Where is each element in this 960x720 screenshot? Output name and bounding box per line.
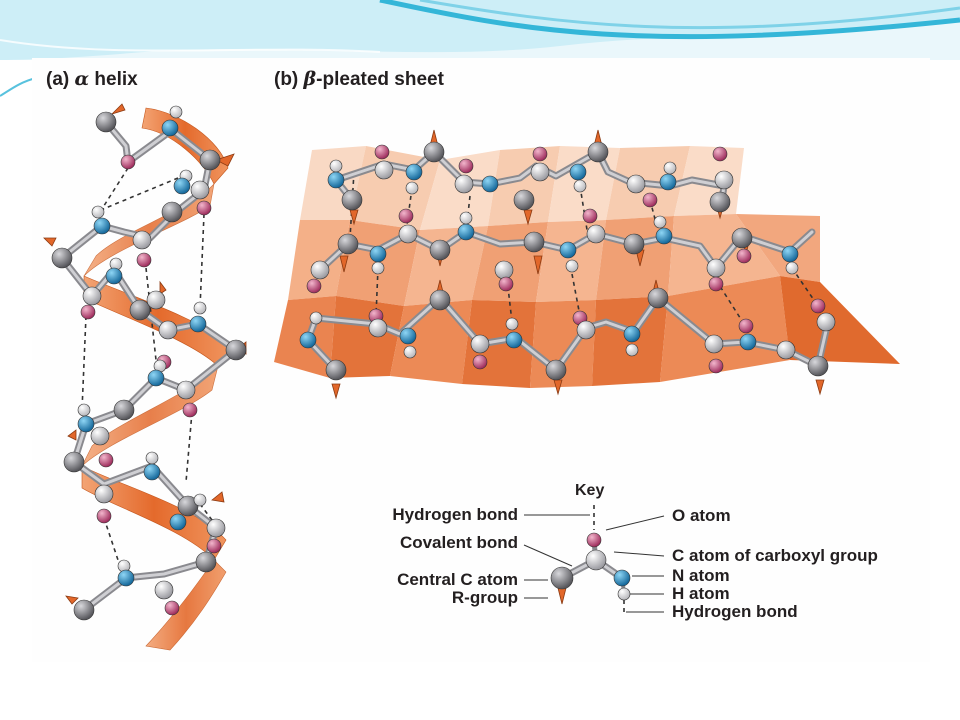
key-label-r-group: R-group [451,588,518,607]
key-carboxyl-c-atom [585,549,607,571]
key-label-central-c-atom: Central C atom [397,570,518,589]
helix-atoms [51,105,247,621]
key-o-atom [586,532,602,548]
sheet-title-name: -pleated sheet [316,69,444,90]
sheet-title-greek: β [303,68,317,90]
key-label-n-atom: N atom [672,566,730,585]
top-banner [0,0,960,97]
helix-title-letter: (a) [46,69,70,90]
sheet-atoms [299,141,836,381]
key-label-carboxyl-c-atom: C atom of carboxyl group [672,546,878,565]
helix-hydrogen-bonds [81,167,213,567]
sheet-title-letter: (b) [274,69,299,90]
key-n-atom [613,569,631,587]
beta-sheet-diagram [274,129,900,400]
key-label-hydrogen-bond-right: Hydrogen bond [672,602,798,621]
helix-ribbon [81,107,233,651]
alpha-helix-diagram [43,103,247,651]
key-label-h-atom: H atom [672,584,730,603]
key-title: Key [575,482,605,499]
helix-title: (a) α helix [46,68,138,91]
helix-title-name: helix [94,69,138,90]
key-h-atom [617,587,631,601]
sheet-title: (b) β-pleated sheet [274,68,444,91]
key-label-hydrogen-bond-left: Hydrogen bond [392,505,518,524]
key-central-c-atom [550,566,574,590]
helix-title-greek: α [74,68,90,90]
key-label-o-atom: O atom [672,506,731,525]
key-diagram [523,505,665,616]
key-label-covalent-bond: Covalent bond [399,533,518,552]
